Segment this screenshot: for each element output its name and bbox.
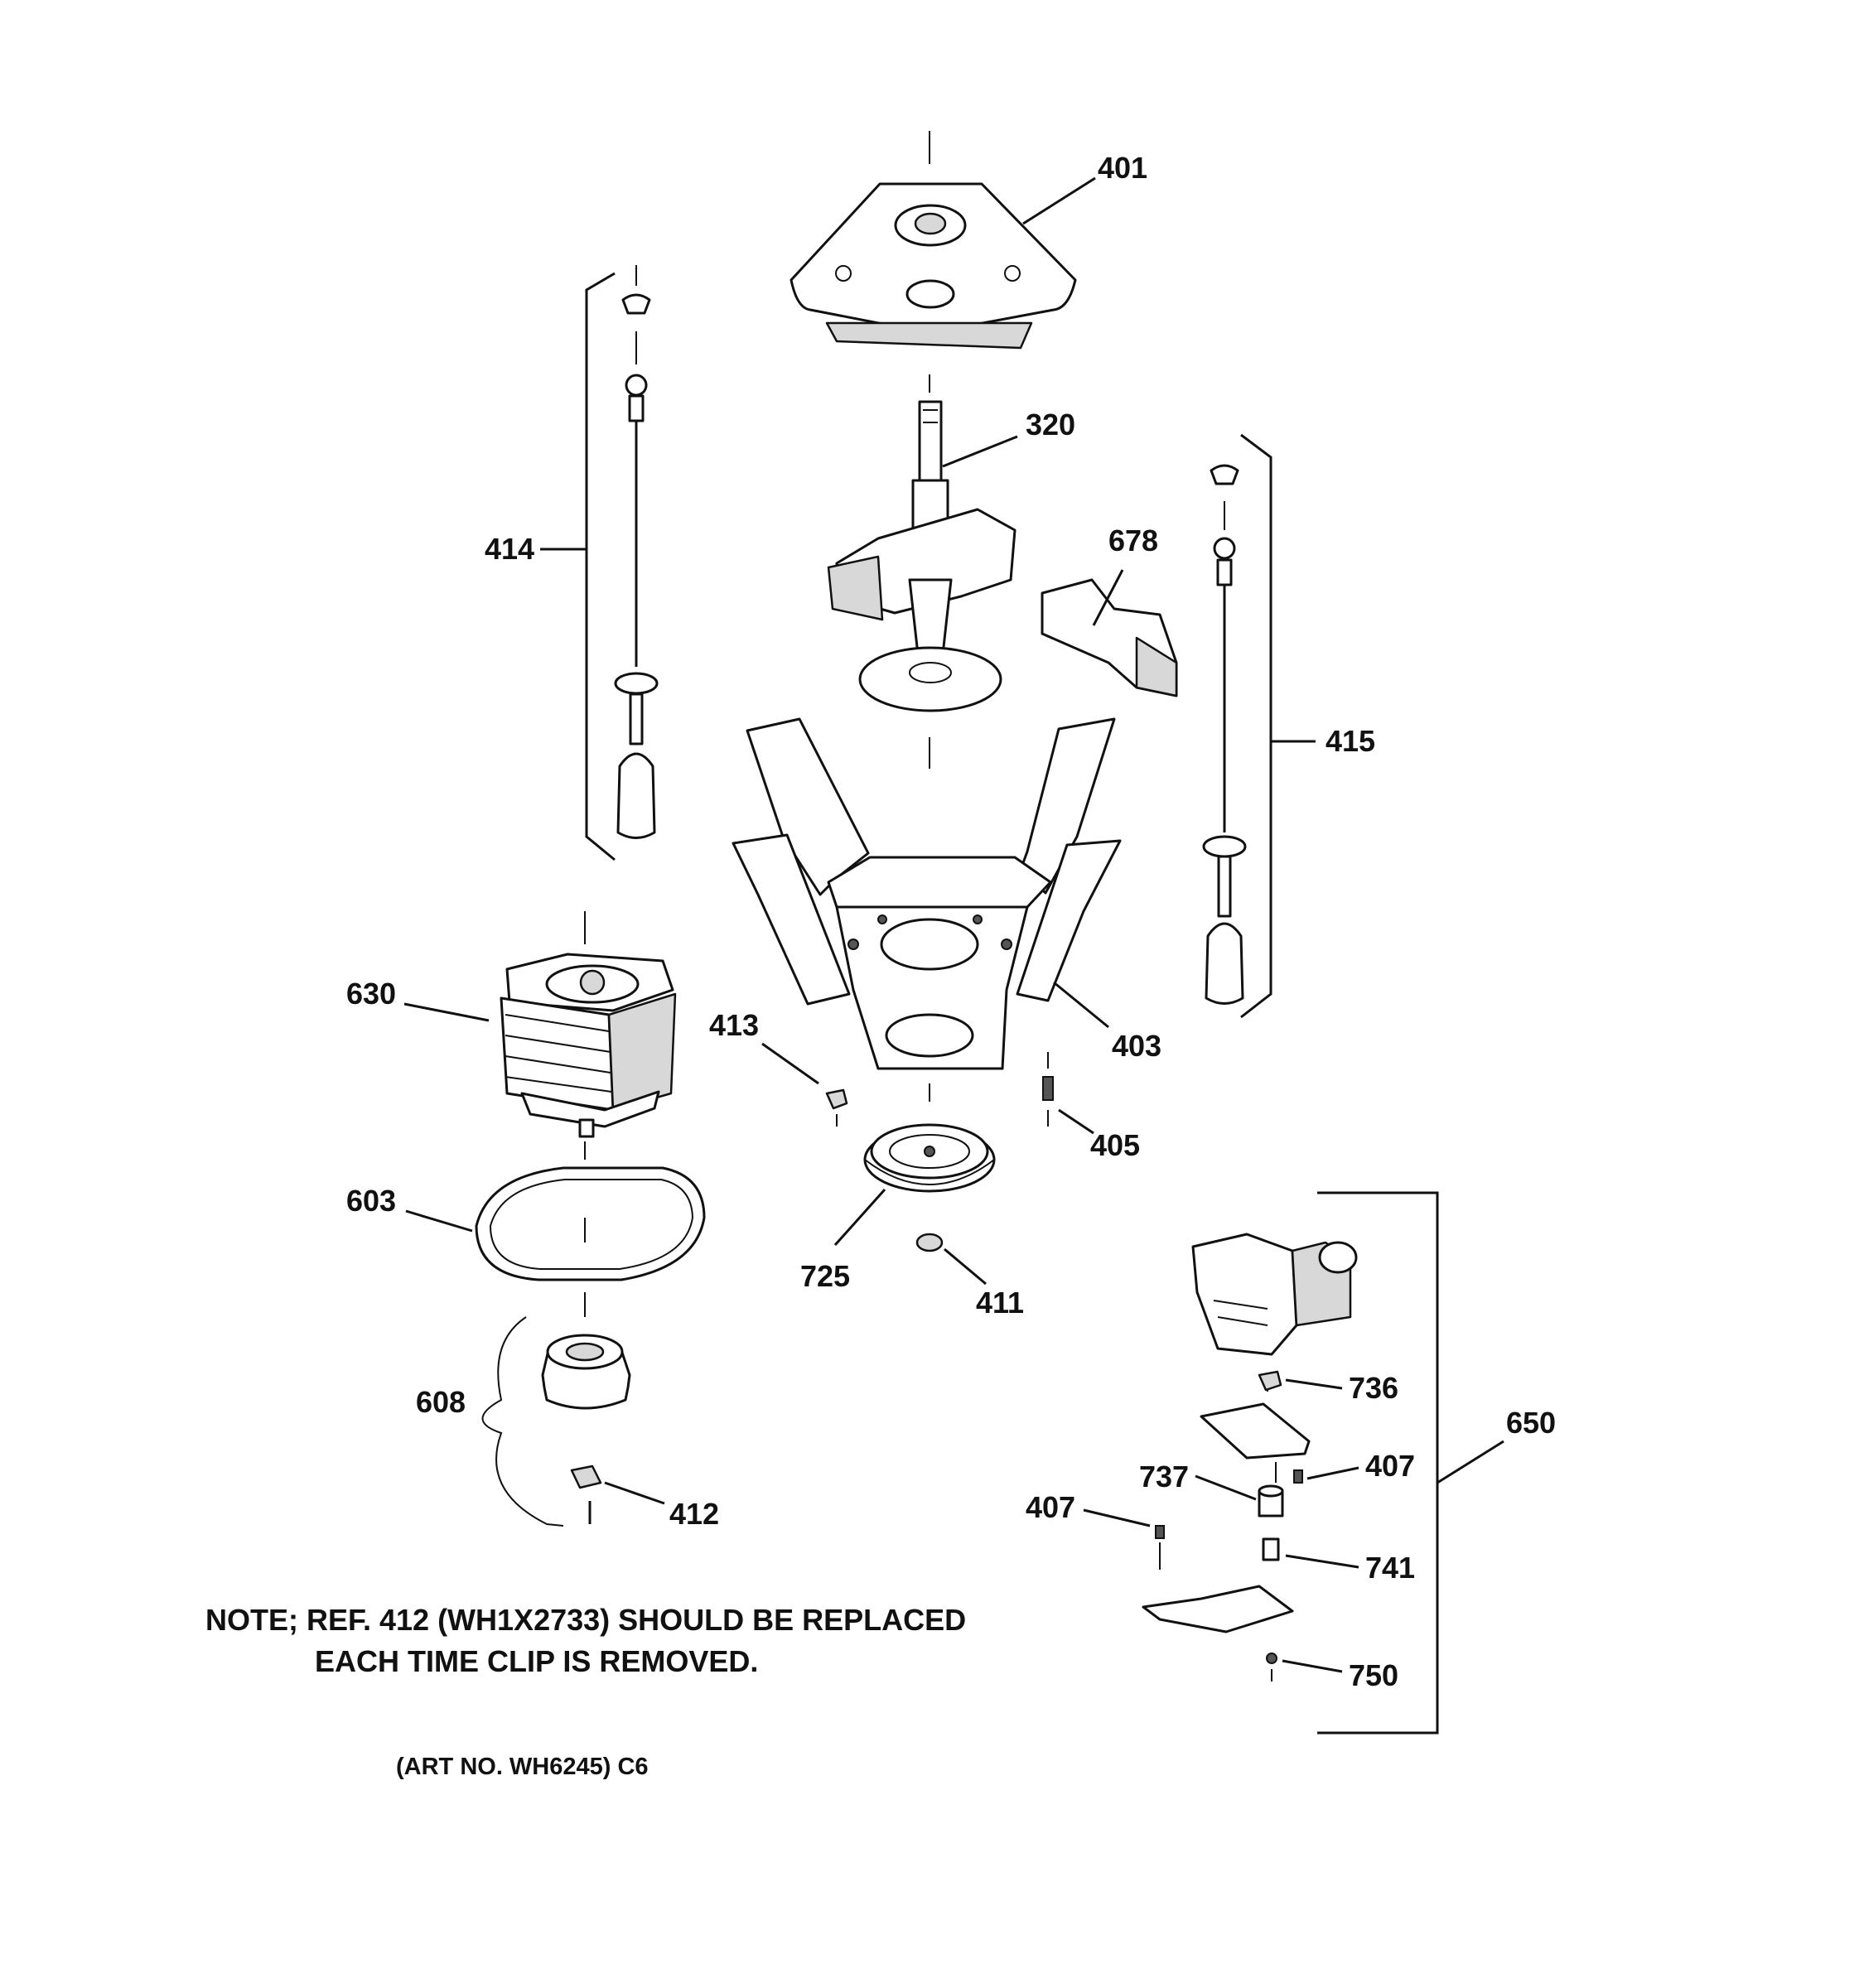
- callout-401: 401: [1098, 151, 1147, 185]
- callout-737: 737: [1139, 1460, 1189, 1493]
- callout-407-lower: 407: [1026, 1490, 1075, 1524]
- callout-650: 650: [1506, 1406, 1556, 1440]
- callout-678: 678: [1108, 524, 1158, 557]
- callout-407-upper: 407: [1365, 1449, 1415, 1483]
- callout-603: 603: [346, 1184, 396, 1218]
- part-401-cover: [790, 131, 1077, 393]
- part-678-bracket: [1041, 578, 1178, 697]
- callout-736: 736: [1349, 1371, 1398, 1405]
- callout-750: 750: [1349, 1658, 1398, 1692]
- callout-741: 741: [1365, 1551, 1415, 1585]
- part-403-base-plate: [732, 717, 1122, 1102]
- callout-412: 412: [669, 1497, 719, 1531]
- callout-725: 725: [800, 1259, 850, 1293]
- part-650-pump-assembly: [1142, 1191, 1439, 1735]
- callout-630: 630: [346, 977, 396, 1011]
- part-725-drive-pulley: [863, 1123, 996, 1252]
- note-line-2: EACH TIME CLIP IS REMOVED.: [315, 1644, 758, 1678]
- callout-608: 608: [416, 1385, 466, 1419]
- callout-415: 415: [1326, 724, 1375, 758]
- callout-413: 413: [709, 1008, 759, 1042]
- leader-lines: [403, 176, 1504, 1673]
- callout-414: 414: [485, 532, 534, 566]
- part-630-motor: [500, 911, 677, 1160]
- part-415-suspension-rod: [1202, 433, 1272, 1019]
- part-413-nut: [825, 1088, 848, 1127]
- callout-320: 320: [1026, 408, 1075, 442]
- callout-405: 405: [1090, 1128, 1140, 1162]
- callout-403: 403: [1112, 1029, 1161, 1063]
- part-320-transmission: [827, 400, 1017, 769]
- part-405-bolt: [1042, 1052, 1054, 1127]
- art-number: (ART NO. WH6245) C6: [396, 1754, 649, 1780]
- part-414-suspension-rod: [585, 265, 659, 861]
- part-412-clip: [570, 1464, 602, 1524]
- part-603-belt: [475, 1166, 706, 1317]
- note-line-1: NOTE; REF. 412 (WH1X2733) SHOULD BE REPL…: [205, 1603, 966, 1637]
- callout-411: 411: [976, 1286, 1024, 1320]
- part-608-pulley: [481, 1316, 631, 1527]
